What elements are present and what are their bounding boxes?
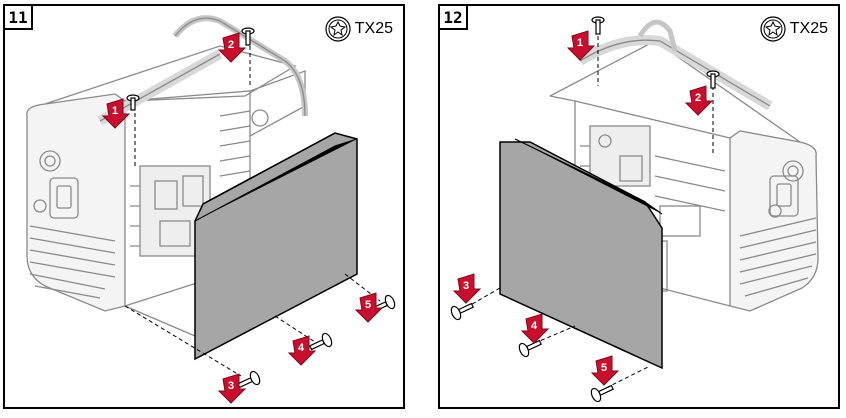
callout-3: 3 [463,280,469,292]
step-11-panel: 11 TX25 [3,4,405,409]
machine-illustration: 1 2 3 4 5 [450,16,819,403]
callout-3: 3 [228,380,234,392]
step-number: 11 [5,6,33,30]
machine-illustration: 1 2 3 4 5 [26,15,396,404]
tool-badge: TX25 [325,16,393,42]
step-12-panel: 12 TX25 [438,4,840,409]
torx-screwdriver-icon [760,16,786,42]
callout-5: 5 [601,362,607,374]
callout-4: 4 [298,342,305,354]
torx-screwdriver-icon [325,16,351,42]
callout-5: 5 [365,299,371,311]
callout-1: 1 [112,105,118,117]
callout-1: 1 [577,37,583,49]
arrow-callout-icon: 1 2 3 4 5 [452,30,714,386]
tool-label: TX25 [789,20,828,37]
step-number: 12 [440,6,468,30]
callout-2: 2 [695,92,701,104]
tool-label: TX25 [354,20,393,37]
screw-icon [450,16,720,403]
tool-badge: TX25 [760,16,828,42]
arrow-callout-icon: 1 2 3 4 5 [101,32,384,404]
callout-4: 4 [531,320,538,332]
callout-2: 2 [228,39,234,51]
